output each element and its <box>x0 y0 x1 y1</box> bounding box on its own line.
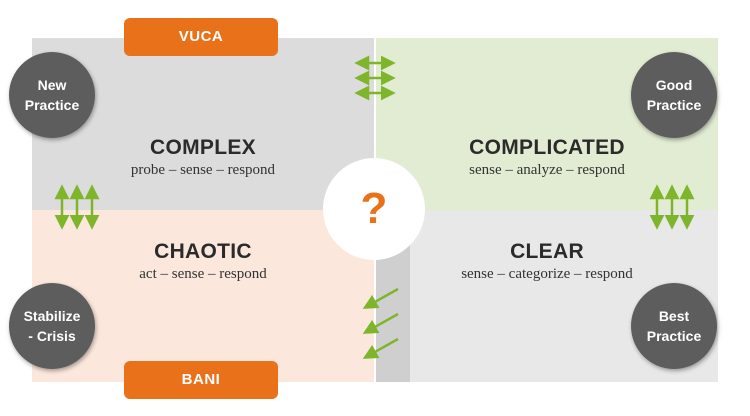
bubble-line: Practice <box>646 97 702 113</box>
center-circle: ? <box>323 158 425 260</box>
new-practice-bubble: New Practice <box>9 52 95 138</box>
complicated-subtitle: sense – analyze – respond <box>469 162 625 178</box>
diagonal-arrows-icon <box>362 287 399 359</box>
bubble-line: Best <box>658 308 690 324</box>
complex-title: COMPLEX <box>150 136 256 159</box>
bubble-line: Stabilize <box>23 308 81 324</box>
complex-subtitle: probe – sense – respond <box>130 162 276 178</box>
good-practice-bubble: Good Practice <box>631 52 717 138</box>
chaotic-quadrant <box>32 210 374 382</box>
chaotic-title: CHAOTIC <box>154 240 252 263</box>
vuca-tag: VUCA <box>124 18 278 56</box>
horizontal-double-arrows-icon <box>354 55 396 101</box>
complex-quadrant <box>32 38 374 210</box>
question-mark-icon: ? <box>360 184 388 233</box>
bani-tag: BANI <box>124 361 278 399</box>
complicated-title: COMPLICATED <box>469 136 625 159</box>
bubble-line: Good <box>655 77 693 93</box>
bubble-line: New <box>37 77 67 93</box>
bubble-line: Practice <box>24 97 80 113</box>
vertical-double-arrows-left-icon <box>54 184 100 230</box>
chaotic-subtitle: act – sense – respond <box>139 266 267 282</box>
clear-title: CLEAR <box>510 240 584 263</box>
clear-subtitle: sense – categorize – respond <box>461 266 633 282</box>
bubble-line: - Crisis <box>28 328 76 344</box>
bubble-line: Practice <box>646 328 702 344</box>
vertical-double-arrows-right-icon <box>649 184 695 230</box>
best-practice-bubble: Best Practice <box>631 283 717 369</box>
stabilize-crisis-bubble: Stabilize - Crisis <box>9 283 95 369</box>
